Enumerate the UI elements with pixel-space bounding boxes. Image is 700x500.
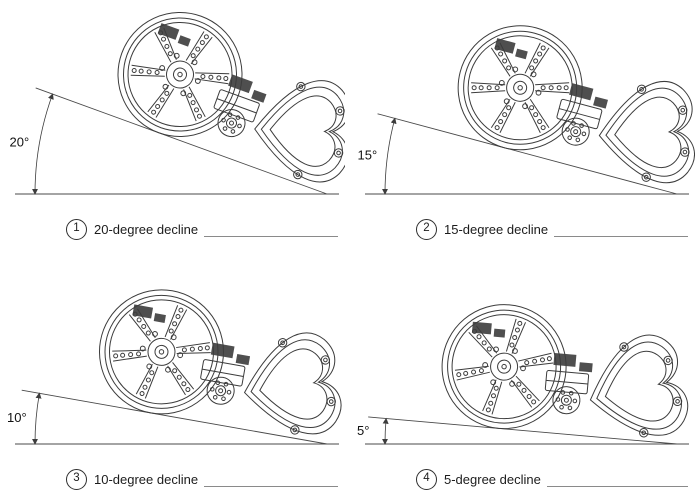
- caption-row-3: 3 10-degree decline: [0, 464, 350, 494]
- panel-number-badge: 1: [66, 218, 87, 240]
- robot: [97, 2, 345, 210]
- decline-drawing-2: 15°: [358, 2, 695, 214]
- caption-row-2: 2 15-degree decline: [350, 214, 700, 244]
- caption-row-4: 4 5-degree decline: [350, 464, 700, 494]
- tilt-group: [377, 2, 695, 209]
- decline-drawing-4: 5°: [357, 252, 695, 464]
- angle-arc: [381, 117, 397, 195]
- caption-rule: [204, 485, 338, 487]
- incline-line: [368, 416, 678, 445]
- angle-label: 5°: [357, 423, 369, 438]
- angle-label: 20°: [10, 135, 30, 150]
- caption-rule: [204, 235, 338, 237]
- incline-line: [35, 87, 328, 195]
- tilt-group: [368, 293, 695, 457]
- decline-panel-4: 5° 4 5-degree decline: [350, 250, 700, 500]
- decline-panel-2: 15° 2 15-degree decline: [350, 0, 700, 250]
- angle-arc: [381, 417, 389, 445]
- panel-number-badge: 2: [416, 218, 437, 240]
- caption-rule: [554, 235, 688, 237]
- angle-label: 15°: [358, 147, 378, 162]
- caption-text: 15-degree decline: [444, 221, 549, 237]
- robot: [88, 280, 345, 458]
- caption-rule: [546, 485, 688, 487]
- decline-drawing-3: 10°: [7, 252, 345, 464]
- caption-text: 10-degree decline: [94, 471, 199, 487]
- incline-line: [377, 113, 678, 195]
- decline-drawing-1: 20°: [10, 2, 345, 214]
- panel-number-badge: 3: [66, 468, 87, 490]
- robot: [436, 299, 695, 457]
- decline-panel-1: 20° 1 20-degree decline: [0, 0, 350, 250]
- decline-panel-3: 10° 3 10-degree decline: [0, 250, 350, 500]
- incline-line: [21, 389, 328, 445]
- caption-row-1: 1 20-degree decline: [0, 214, 350, 244]
- angle-arc: [31, 392, 42, 445]
- caption-text: 20-degree decline: [94, 221, 199, 237]
- angle-arc: [31, 93, 54, 195]
- tilt-group: [21, 268, 345, 458]
- panel-number-badge: 4: [416, 468, 437, 490]
- robot: [441, 12, 695, 209]
- tilt-group: [35, 2, 345, 210]
- caption-text: 5-degree decline: [444, 471, 541, 487]
- angle-label: 10°: [7, 410, 27, 425]
